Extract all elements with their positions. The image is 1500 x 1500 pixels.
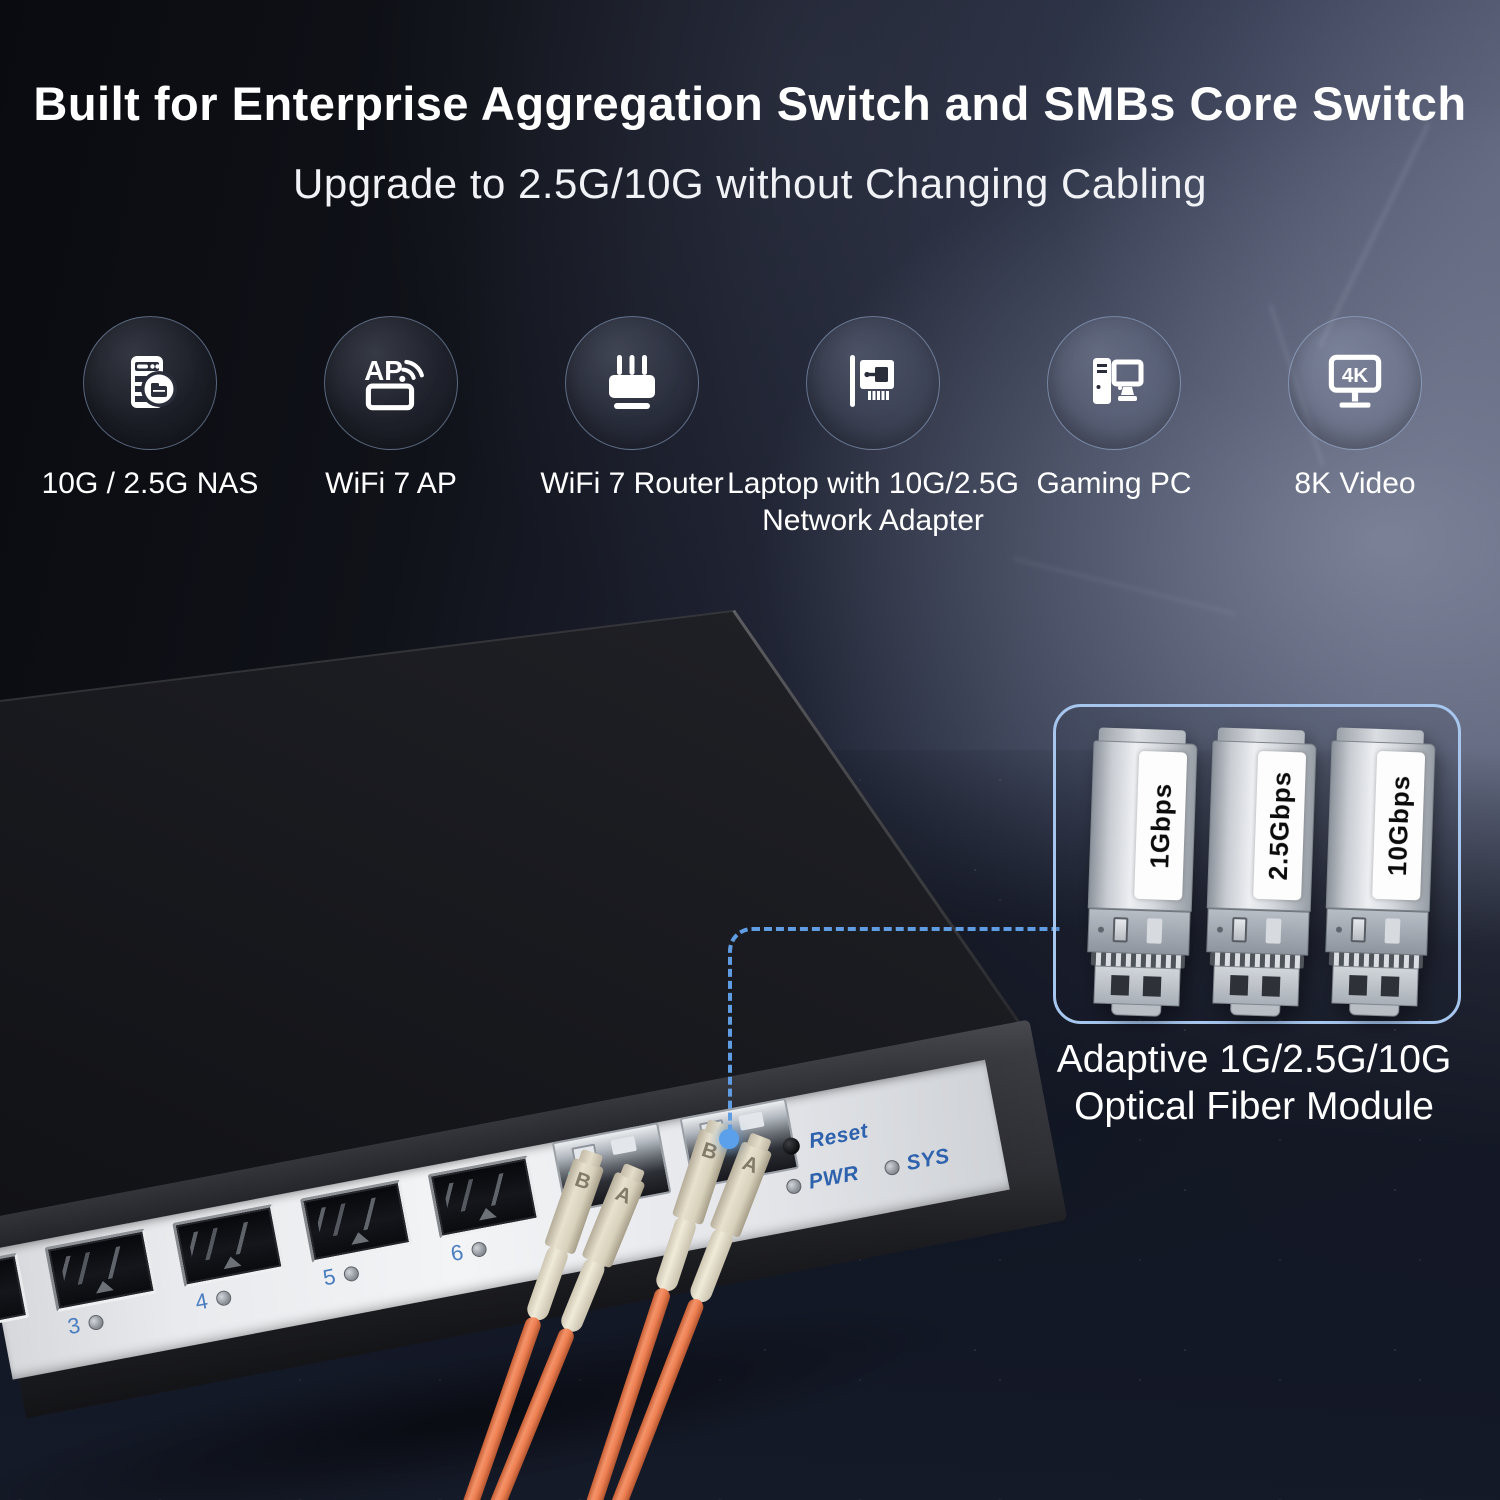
sfp-module-2-5g: 2.5Gbps xyxy=(1203,727,1317,1017)
module-bottom-tab xyxy=(1349,1004,1400,1017)
sfp-module-1g: 1Gbps xyxy=(1084,727,1198,1017)
wifi-ap-icon: AP xyxy=(364,355,424,411)
use-case-label-line: Laptop with 10G/2.5G xyxy=(727,467,1019,500)
module-body: 2.5Gbps xyxy=(1206,740,1317,912)
module-speed-text: 10Gbps xyxy=(1381,774,1415,877)
sfp-module-10g: 10Gbps xyxy=(1322,727,1436,1017)
pci-network-adapter-icon xyxy=(850,355,894,407)
connector-letter: B xyxy=(571,1167,594,1195)
use-case-network-adapter: Laptop with 10G/2.5G Network Adapter xyxy=(723,316,1023,539)
pwr-label: PWR xyxy=(806,1161,861,1194)
port-number-text: 6 xyxy=(448,1239,466,1267)
port-number-text: 3 xyxy=(65,1312,83,1340)
port-number: 3 xyxy=(65,1308,105,1340)
port-number: 5 xyxy=(321,1259,361,1291)
use-case-circle: AP xyxy=(324,316,458,450)
callout-connector-line xyxy=(728,927,1060,1143)
port-number-text: 5 xyxy=(320,1263,338,1291)
module-connector-end xyxy=(1093,965,1181,1007)
use-case-label: WiFi 7 Router xyxy=(512,465,752,502)
connector-letter: A xyxy=(739,1151,762,1179)
sys-led xyxy=(882,1158,901,1177)
svg-text:4K: 4K xyxy=(1342,364,1368,387)
sys-status: SYS xyxy=(882,1144,952,1180)
sys-label: SYS xyxy=(904,1144,952,1176)
module-connector-end xyxy=(1212,965,1300,1007)
use-case-label-line: 8K Video xyxy=(1294,467,1416,500)
pwr-led xyxy=(784,1177,803,1195)
module-speed-text: 2.5Gbps xyxy=(1262,770,1297,881)
use-case-circle xyxy=(1047,316,1181,450)
module-speed-label: 1Gbps xyxy=(1134,750,1188,901)
sfp-port xyxy=(299,1179,413,1264)
module-body: 1Gbps xyxy=(1087,740,1198,912)
callout-connector-dot xyxy=(719,1129,739,1149)
module-latch-section xyxy=(1087,908,1191,956)
page-title: Built for Enterprise Aggregation Switch … xyxy=(33,77,1467,130)
port-number: 4 xyxy=(193,1283,233,1315)
use-case-circle: 4K xyxy=(1288,316,1422,450)
gaming-pc-icon xyxy=(1093,358,1144,404)
use-case-wifi-ap: AP WiFi 7 AP xyxy=(271,316,511,502)
sfp-modules-callout-box: 1Gbps 2.5Gbps 10Gbps xyxy=(1053,704,1461,1024)
use-case-nas: 10G / 2.5G NAS xyxy=(30,316,270,502)
use-case-label-line: WiFi 7 Router xyxy=(540,467,724,500)
use-case-label: 10G / 2.5G NAS xyxy=(30,465,270,502)
use-case-label: Gaming PC xyxy=(994,465,1234,502)
sfp-port xyxy=(427,1155,541,1240)
wifi-router-icon xyxy=(609,355,655,409)
module-speed-text: 1Gbps xyxy=(1143,782,1177,870)
module-bottom-tab xyxy=(1111,1004,1162,1017)
module-speed-label: 2.5Gbps xyxy=(1253,750,1307,901)
use-case-label-line: Gaming PC xyxy=(1036,467,1192,500)
connector-letter: B xyxy=(698,1138,721,1165)
callout-caption-line: Optical Fiber Module xyxy=(1074,1085,1434,1128)
4k-monitor-icon: 4K xyxy=(1328,354,1382,408)
use-case-circle xyxy=(83,316,217,450)
callout-caption-line: Adaptive 1G/2.5G/10G xyxy=(1056,1038,1452,1081)
port-led xyxy=(87,1313,105,1331)
module-speed-label: 10Gbps xyxy=(1372,750,1426,901)
module-latch-section xyxy=(1206,908,1310,956)
sfp-port xyxy=(44,1228,158,1313)
use-case-label: Laptop with 10G/2.5G Network Adapter xyxy=(723,465,1023,539)
module-body: 10Gbps xyxy=(1325,740,1436,912)
use-case-8k-video: 4K 8K Video xyxy=(1235,316,1475,502)
use-case-label-line: WiFi 7 AP xyxy=(325,467,457,500)
connector-letter: A xyxy=(612,1181,635,1209)
use-case-gaming-pc: Gaming PC xyxy=(994,316,1234,502)
nas-icon xyxy=(131,356,177,408)
module-latch-section xyxy=(1325,908,1429,956)
module-connector-end xyxy=(1331,965,1419,1007)
callout-caption: Adaptive 1G/2.5G/10G Optical Fiber Modul… xyxy=(1028,1036,1480,1130)
use-case-wifi-router: WiFi 7 Router xyxy=(512,316,752,502)
use-case-circle xyxy=(806,316,940,450)
port-number-text: 4 xyxy=(193,1287,210,1315)
use-case-label-line: Network Adapter xyxy=(762,504,984,537)
port-led xyxy=(470,1240,489,1258)
sfp-port xyxy=(0,1252,30,1337)
sfp-port xyxy=(172,1203,285,1288)
use-case-circle xyxy=(565,316,699,450)
module-bottom-tab xyxy=(1230,1004,1281,1017)
port-led xyxy=(342,1264,361,1283)
port-number: 6 xyxy=(449,1235,489,1267)
page-subtitle: Upgrade to 2.5G/10G without Changing Cab… xyxy=(293,160,1207,207)
svg-text:AP: AP xyxy=(364,355,403,386)
use-case-label: 8K Video xyxy=(1235,465,1475,502)
use-case-label-line: 10G / 2.5G NAS xyxy=(41,467,259,500)
port-led xyxy=(215,1288,233,1307)
use-case-label: WiFi 7 AP xyxy=(271,465,511,502)
